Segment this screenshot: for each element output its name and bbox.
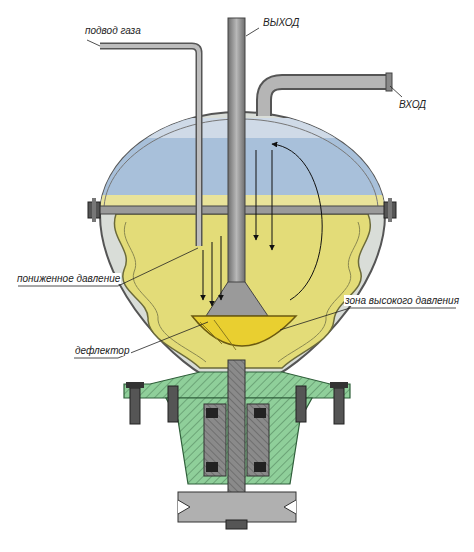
flow-arrows [203,144,322,306]
leader-lines [18,28,456,358]
deflector-label: дефлектор [74,345,131,356]
pulley [178,492,296,529]
inlet-label: ВХОД [398,99,427,110]
deflector [192,316,296,346]
pipe-cone [206,282,268,316]
outlet-pipe [228,18,245,286]
gas-supply-pipe [100,46,199,246]
outlet-label: ВЫХОД [262,17,300,28]
inlet-pipe [264,73,392,116]
low-pressure-label: пониженное давление [16,273,121,284]
high-pressure-label: зона высокого давления [344,295,460,306]
gas-supply-label: подвод газа [84,25,142,36]
